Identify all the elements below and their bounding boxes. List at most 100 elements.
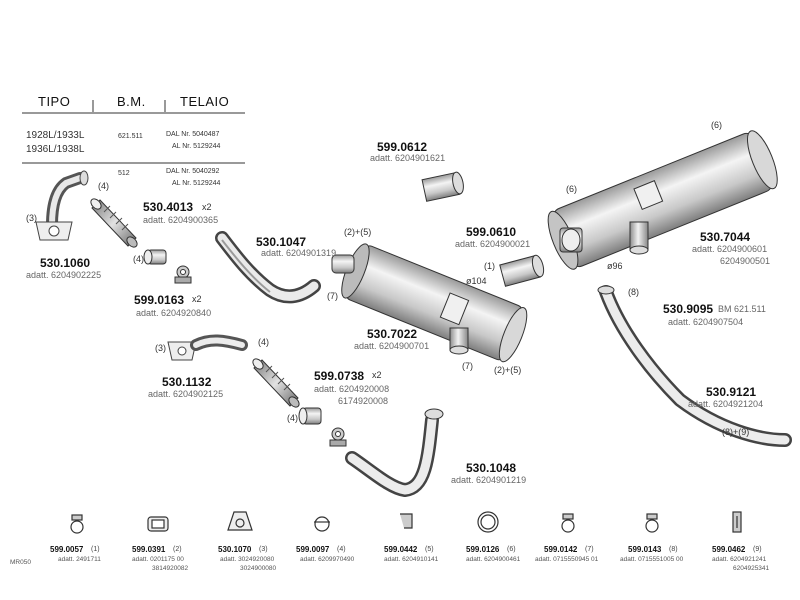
part-adatt-530-1132: adatt. 6204902125	[148, 389, 224, 399]
bottom-part-adatt-9: adatt. 6204921241	[712, 556, 767, 563]
clamp-icon-1	[70, 514, 84, 534]
bracket-icon-5	[400, 513, 413, 529]
callout-8: (8)	[628, 287, 639, 297]
bottom-part-qty-3: (3)	[259, 546, 268, 553]
part-adatt-530-4013: adatt. 6204900365	[143, 215, 219, 225]
gasket-ring-upper	[143, 249, 192, 284]
bottom-part-qty-9: (9)	[753, 546, 762, 553]
bottom-part-number-9: 599.0462	[712, 545, 746, 554]
header-row1-bm: 621.511	[118, 133, 143, 140]
pipe-530-1048	[345, 408, 444, 498]
pipe-530-9095-530-9121	[597, 285, 792, 447]
bottom-part-qty-5: (5)	[425, 546, 434, 553]
callout-8-9: (8)+(9)	[722, 427, 750, 437]
part-number-530-1132: 530.1132	[162, 375, 212, 389]
bottom-part-icons	[70, 511, 742, 534]
bottom-part-adatt-2: adatt. 0201175 00	[132, 556, 184, 563]
part-adatt2-599-0738: 6174920008	[338, 396, 389, 406]
part-qty-599-0163: x2	[192, 294, 202, 304]
part-number-599-0738: 599.0738	[314, 369, 365, 383]
bottom-part-adatt-8: adatt. 0715551005 00	[620, 556, 684, 563]
clamp-icon-7	[561, 513, 575, 533]
part-number-530-1060: 530.1060	[40, 256, 91, 270]
part-adatt-530-7044: adatt. 6204900601	[692, 244, 768, 254]
pipe-530-1047	[215, 231, 321, 304]
callout-4-ring-lower: (4)	[287, 413, 298, 423]
part-number-530-9095: 530.9095	[663, 302, 714, 316]
clamp-icon-8	[645, 513, 659, 533]
part-adatt-530-1048: adatt. 6204901219	[451, 475, 527, 485]
callout-7-right: (7)	[462, 361, 473, 371]
bracket-icon-9	[732, 511, 742, 533]
bottom-part-qty-4: (4)	[337, 546, 346, 553]
part-qty-530-4013: x2	[202, 202, 212, 212]
muffler-530-7022	[331, 243, 528, 363]
part-adatt-599-0610: adatt. 6204900021	[455, 239, 531, 249]
part-number-530-4013: 530.4013	[143, 200, 194, 214]
footer-code: MR050	[10, 559, 31, 566]
part-adatt-599-0738: adatt. 6204920008	[314, 384, 390, 394]
part-adatt2-530-7044: 6204900501	[720, 256, 771, 266]
flex-pipe-530-4013	[90, 198, 138, 248]
bottom-part-number-3: 530.1070	[218, 545, 252, 554]
pipe-530-1060	[35, 170, 89, 241]
bottom-part-adatt-4: adatt. 6209970490	[300, 556, 355, 563]
bottom-part-qty-6: (6)	[507, 546, 516, 553]
muffler-530-7044	[547, 130, 778, 270]
part-bm-530-9095: BM 621.511	[718, 304, 766, 314]
part-adatt-530-1060: adatt. 6204902225	[26, 270, 102, 280]
flange-gasket-icon-3	[227, 511, 253, 531]
part-qty-599-0738: x2	[372, 370, 382, 380]
bottom-part-qty-2: (2)	[173, 546, 182, 553]
part-adatt-599-0163: adatt. 6204920840	[136, 308, 212, 318]
bottom-part-adatt-6: adatt. 6204900461	[466, 556, 521, 563]
gasket-ring-lower	[298, 407, 347, 447]
bottom-part-adatt-7: adatt. 0715550945 01	[535, 556, 599, 563]
part-number-599-0163: 599.0163	[134, 293, 185, 307]
part-adatt-530-7022: adatt. 6204900701	[354, 341, 430, 351]
sleeve-599-0612	[421, 171, 464, 202]
bottom-part-adatt-5: adatt. 6204910141	[384, 556, 439, 563]
part-number-530-1047: 530.1047	[256, 235, 307, 249]
part-number-530-9121: 530.9121	[706, 385, 757, 399]
bottom-part-number-2: 599.0391	[132, 545, 166, 554]
part-number-530-1048: 530.1048	[466, 461, 517, 475]
part-adatt-599-0612: adatt. 6204901621	[370, 153, 446, 163]
header-table-lines	[22, 100, 245, 164]
bottom-part-number-8: 599.0143	[628, 545, 662, 554]
callout-3-upper: (3)	[26, 213, 37, 223]
header-row1-al: AL Nr. 5129244	[172, 143, 221, 150]
header-col-telaio: TELAIO	[180, 94, 230, 109]
bottom-part-qty-7: (7)	[585, 546, 594, 553]
flex-pipe-lower	[252, 358, 300, 408]
header-row3-dal: DAL Nr. 5040292	[166, 168, 220, 175]
callout-6-top: (6)	[711, 120, 722, 130]
callout-2-5-lower: (2)+(5)	[494, 365, 522, 375]
header-col-tipo: TIPO	[38, 94, 71, 109]
bottom-part-number-5: 599.0442	[384, 545, 418, 554]
part-adatt-530-9121: adatt. 6204921204	[688, 399, 764, 409]
callout-dia-104: ø104	[466, 276, 487, 286]
callout-7-left: (7)	[327, 291, 338, 301]
bottom-part-number-6: 599.0126	[466, 545, 500, 554]
callout-dia-96: ø96	[607, 261, 623, 271]
bottom-part-number-1: 599.0057	[50, 545, 84, 554]
pipe-530-1132	[167, 334, 248, 361]
callout-3-lower: (3)	[155, 343, 166, 353]
bottom-part-adatt2-9: 6204925341	[733, 565, 770, 572]
bottom-part-adatt2-2: 3814920082	[152, 565, 189, 572]
bottom-part-adatt2-3: 3024900080	[240, 565, 277, 572]
part-number-530-7022: 530.7022	[367, 327, 418, 341]
sleeve-599-0610	[499, 254, 545, 287]
part-adatt-530-1047: adatt. 6204901319	[261, 248, 337, 258]
part-adatt-530-9095: adatt. 6204907504	[668, 317, 744, 327]
part-number-530-7044: 530.7044	[700, 230, 751, 244]
clamp-ring-icon-6	[477, 511, 499, 533]
bottom-part-adatt-1: adatt. 2491711	[58, 556, 101, 563]
callout-4-flex-lower: (4)	[258, 337, 269, 347]
bottom-part-number-7: 599.0142	[544, 545, 578, 554]
header-row2-tipo: 1936L/1938L	[26, 144, 85, 155]
part-number-599-0612: 599.0612	[377, 140, 428, 154]
